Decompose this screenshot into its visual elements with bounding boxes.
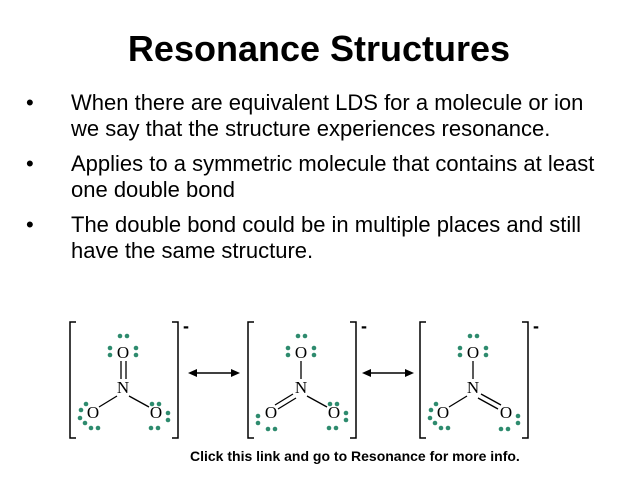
left-bracket bbox=[419, 321, 426, 439]
charge-label: - bbox=[183, 318, 189, 336]
lone-pair-electrons bbox=[77, 333, 171, 431]
bullet-icon: • bbox=[26, 90, 34, 115]
left-bracket bbox=[247, 321, 254, 439]
atom-right: O bbox=[500, 403, 512, 422]
bullet-text: Applies to a symmetric molecule that con… bbox=[71, 151, 595, 202]
right-bracket bbox=[350, 321, 357, 439]
bullet-text: The double bond could be in multiple pla… bbox=[71, 212, 581, 263]
resonance-arrow-1 bbox=[188, 369, 240, 377]
right-bracket bbox=[522, 321, 529, 439]
bullet-icon: • bbox=[26, 151, 34, 176]
bond-left-1 bbox=[274, 393, 294, 406]
atom-top: O bbox=[117, 343, 129, 362]
charge-label: - bbox=[361, 318, 367, 336]
bond-right-1 bbox=[480, 393, 502, 406]
bond-left bbox=[98, 395, 118, 408]
atom-left: O bbox=[87, 403, 99, 422]
atom-left: O bbox=[437, 403, 449, 422]
bond-left bbox=[448, 395, 468, 408]
bond-right bbox=[128, 395, 150, 408]
atom-right: O bbox=[150, 403, 162, 422]
bullet-item: • When there are equivalent LDS for a mo… bbox=[26, 90, 606, 142]
atom-top: O bbox=[467, 343, 479, 362]
bond-right-2 bbox=[477, 397, 499, 410]
left-bracket bbox=[69, 321, 76, 439]
resonance-arrow-2 bbox=[362, 369, 414, 377]
atom-center: N bbox=[295, 378, 307, 397]
atom-right: O bbox=[328, 403, 340, 422]
lone-pair-electrons bbox=[427, 333, 521, 432]
bullet-icon: • bbox=[26, 212, 34, 237]
atom-center: N bbox=[467, 378, 479, 397]
lewis-structure-2: - O N O O bbox=[247, 318, 367, 439]
atom-top: O bbox=[295, 343, 307, 362]
atom-left: O bbox=[265, 403, 277, 422]
bullet-list: • When there are equivalent LDS for a mo… bbox=[26, 90, 606, 273]
lone-pair-electrons bbox=[255, 333, 349, 432]
resonance-info-link[interactable]: Click this link and go to Resonance for … bbox=[190, 448, 520, 464]
resonance-diagram: - O N O O - O N O O bbox=[69, 318, 539, 439]
lewis-structure-3: - O N O O bbox=[419, 318, 539, 439]
bullet-item: • Applies to a symmetric molecule that c… bbox=[26, 151, 606, 203]
lewis-structure-1: - O N O O bbox=[69, 318, 189, 439]
atom-center: N bbox=[117, 378, 129, 397]
bond-right bbox=[306, 395, 328, 408]
bullet-text: When there are equivalent LDS for a mole… bbox=[71, 90, 584, 141]
slide-title: Resonance Structures bbox=[127, 28, 511, 69]
bond-left-2 bbox=[277, 397, 297, 410]
right-bracket bbox=[172, 321, 179, 439]
bullet-item: • The double bond could be in multiple p… bbox=[26, 212, 606, 264]
charge-label: - bbox=[533, 318, 539, 336]
